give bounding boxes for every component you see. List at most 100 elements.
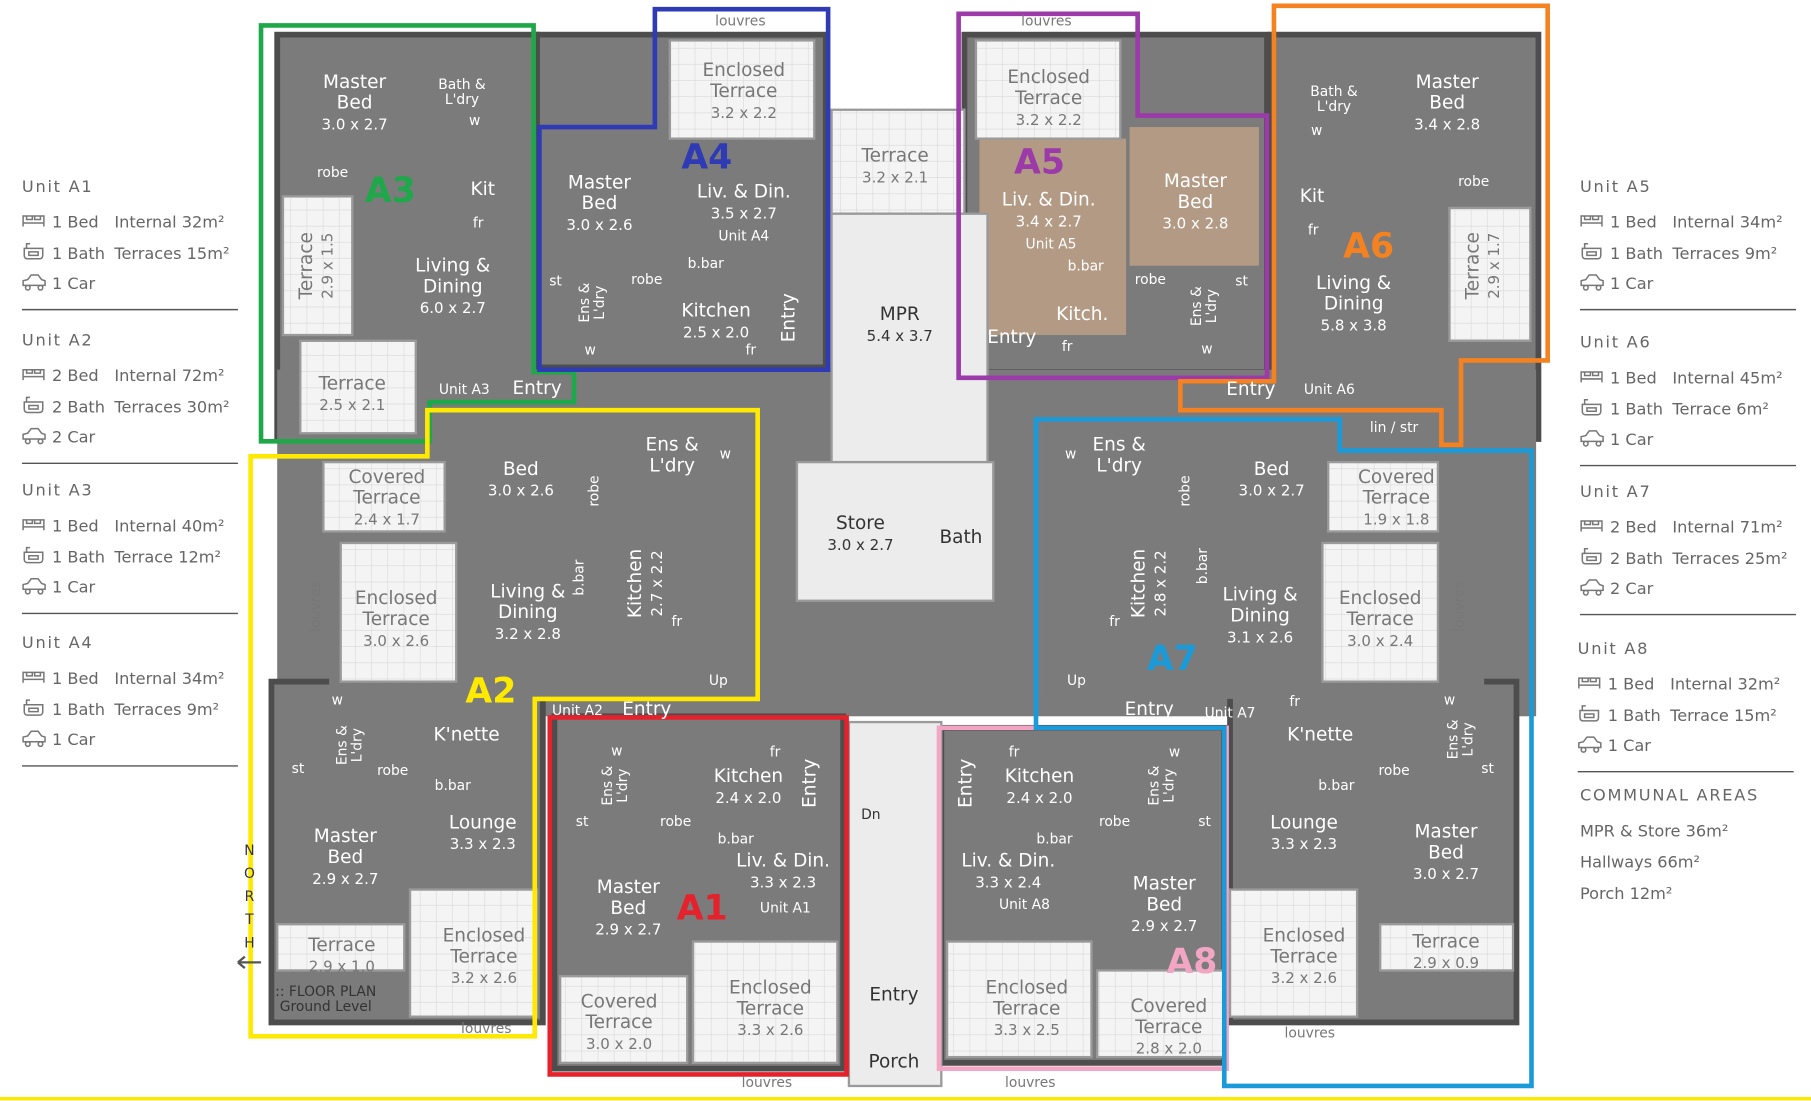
room-label: robe [660, 814, 691, 830]
room-label: Ens &L'dry [1189, 286, 1220, 326]
room-dimensions: 2.9 x 0.9 [1413, 954, 1479, 972]
room-name: Enclosed [985, 978, 1068, 999]
room-dimensions: 3.2 x 2.2 [711, 104, 777, 122]
car-icon [1580, 274, 1604, 291]
room-name: b.bar [718, 831, 754, 847]
car-count: 1 Car [1610, 274, 1654, 293]
room-dimensions: 5.8 x 3.8 [1321, 316, 1387, 334]
room-name: louvres [461, 1021, 511, 1037]
room-label: robe [1378, 763, 1409, 779]
room-name: Terrace [352, 488, 420, 509]
room-name: L'dry [1317, 99, 1351, 115]
room-label: louvres [715, 13, 765, 29]
room-label: Kit [471, 179, 495, 200]
room-name: Kitch. [1056, 304, 1108, 325]
room-name: Enclosed [1007, 67, 1090, 88]
room-name: Unit A5 [1026, 236, 1077, 252]
room-label: st [549, 273, 562, 289]
bath-count: 2 Bath [1610, 549, 1663, 568]
room-dimensions: 3.4 x 2.8 [1414, 115, 1480, 133]
unit-a6-outline [1178, 3, 1550, 448]
room-name: Terrace [1269, 946, 1337, 967]
room-name: w [1444, 693, 1455, 709]
room-dimensions: 2.9 x 1.5 [319, 233, 337, 299]
room-dimensions: 3.0 x 2.6 [488, 482, 554, 500]
communal-item: Hallways 66m² [1580, 853, 1700, 872]
room-label: w [1444, 693, 1455, 709]
bed-icon [22, 215, 45, 227]
room-label: w [1311, 123, 1322, 139]
room-label: w [1201, 342, 1212, 358]
room-name: O [244, 866, 255, 882]
bed-count: 1 Bed [1610, 369, 1657, 388]
room-name: fr [745, 343, 756, 359]
room-label: robe [1135, 272, 1166, 288]
terrace-area: Terraces 9m² [1671, 244, 1777, 263]
room-label: Entry [987, 327, 1036, 348]
unit-tag-a6: A6 [1343, 227, 1394, 267]
car-icon [1580, 579, 1604, 596]
room-name: L'dry [445, 92, 479, 108]
room-name: Liv. & Din. [961, 850, 1055, 871]
room-label: fr [1062, 339, 1073, 355]
timber-floor [979, 127, 1259, 336]
room-name: Ens & [1189, 286, 1205, 326]
bath-icon [23, 699, 44, 716]
room-name: w [469, 113, 480, 129]
room-name: st [1198, 814, 1211, 830]
room-name: Enclosed [702, 60, 785, 81]
room-dimensions: 3.0 x 2.7 [1239, 482, 1305, 500]
bed-count: 1 Bed [1610, 213, 1657, 232]
room-label: b.bar [718, 831, 754, 847]
bed-count: 2 Bed [1610, 518, 1657, 537]
room-label: Unit A5 [1026, 236, 1077, 252]
room-name: w [1201, 342, 1212, 358]
room-name: Ground Level [280, 999, 372, 1015]
room-name: Unit A4 [718, 228, 769, 244]
room-name: Covered [1358, 467, 1435, 488]
room-name: Bed [582, 193, 618, 214]
car-icon [22, 427, 46, 445]
room-name: :: FLOOR PLAN [275, 984, 376, 1000]
room-label: Kitch. [1056, 304, 1108, 325]
room-dimensions: 3.3 x 2.3 [750, 873, 816, 891]
room-name: K'nette [434, 725, 500, 746]
room-name: Bed [327, 847, 363, 868]
bed-icon [1578, 677, 1601, 689]
bed-icon [1580, 520, 1603, 532]
room-dimensions: 3.3 x 2.5 [994, 1021, 1060, 1039]
room-label: robe [586, 475, 602, 506]
room-label: robe [1458, 174, 1489, 190]
room-name: Lounge [449, 812, 517, 833]
internal-area: Internal 34m² [1672, 213, 1782, 232]
room-name: robe [660, 814, 691, 830]
car-count: 1 Car [52, 578, 96, 597]
room-name: Dining [1230, 606, 1290, 627]
room-label: K'nette [434, 725, 500, 746]
room-name: Terrace [992, 998, 1060, 1019]
room-name: Bed [1146, 894, 1182, 915]
room-label: fr [745, 343, 756, 359]
room-name: Entry [1226, 379, 1275, 400]
terrace-area: Terraces 30m² [113, 397, 229, 416]
room-name: Terrace [1411, 931, 1479, 952]
room-dimensions: 3.0 x 2.7 [827, 536, 893, 554]
room-label: Unit A2 [552, 703, 603, 719]
room-name: robe [317, 165, 348, 181]
room-label: b.bar [688, 256, 724, 272]
room-label: w [1169, 745, 1180, 761]
room-dimensions: 3.2 x 2.1 [862, 169, 928, 187]
room-label: Up [709, 673, 728, 689]
